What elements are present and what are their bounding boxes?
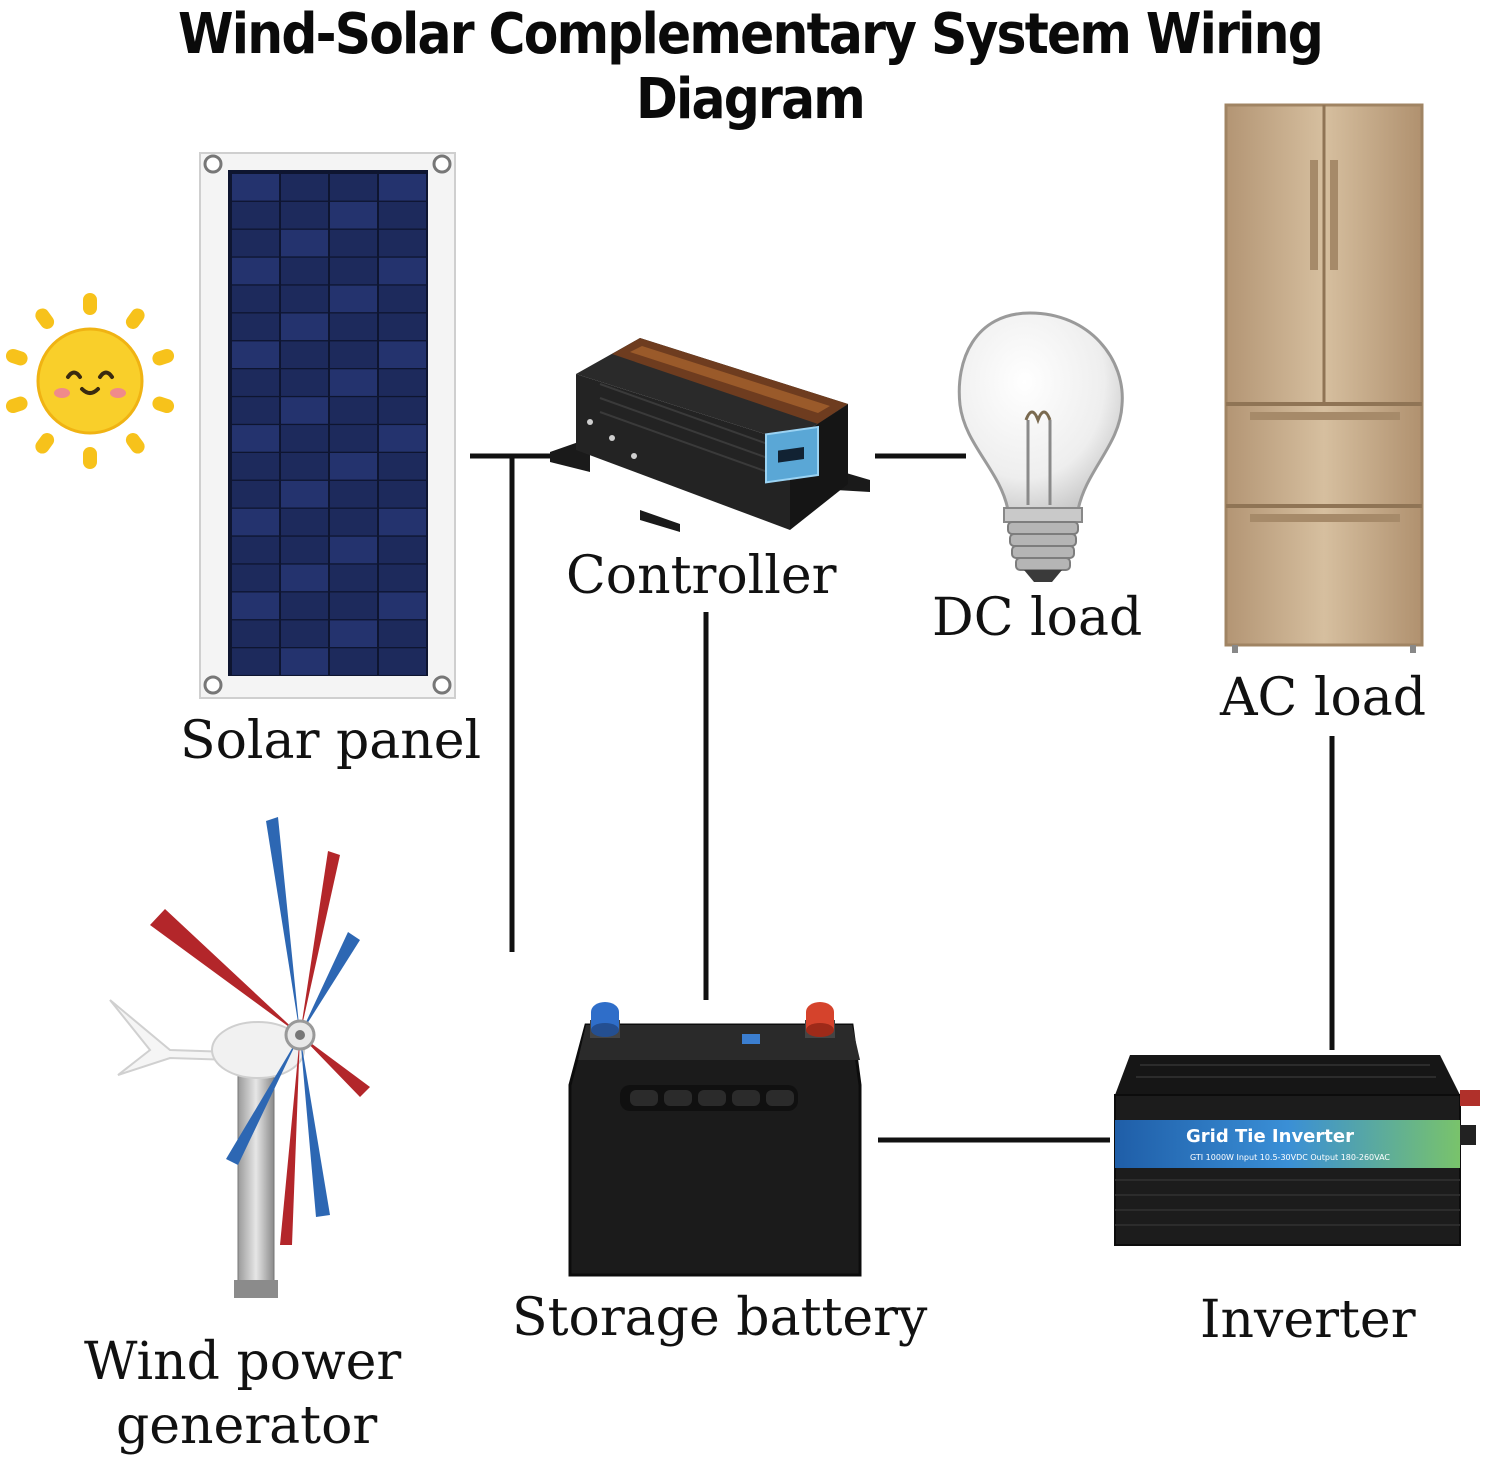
ac-load-label: AC load xyxy=(1220,668,1427,728)
inverter-device-subtext: GTI 1000W Input 10.5-30VDC Output 180-26… xyxy=(1190,1153,1390,1162)
solar-cell xyxy=(330,201,377,229)
inverter-image: Grid Tie Inverter GTI 1000W Input 10.5-3… xyxy=(1114,1055,1480,1246)
solar-cell xyxy=(379,369,426,396)
solar-cell xyxy=(281,201,328,229)
solar-cell xyxy=(379,620,426,647)
solar-cell xyxy=(232,369,279,396)
inverter-label: Inverter xyxy=(1200,1290,1416,1350)
solar-cell xyxy=(232,564,279,592)
solar-cell xyxy=(281,174,328,201)
wind-turbine-image xyxy=(109,817,370,1298)
wind-generator-label-line1: Wind power xyxy=(84,1332,402,1392)
inverter-device-text: Grid Tie Inverter xyxy=(1186,1126,1354,1147)
refrigerator-image xyxy=(1224,103,1424,653)
solar-cell xyxy=(379,257,426,285)
solar-cell xyxy=(232,508,279,536)
solar-cell xyxy=(281,341,328,368)
solar-cell xyxy=(281,229,328,257)
solar-cell xyxy=(330,425,377,452)
solar-cell xyxy=(232,397,279,424)
solar-cell xyxy=(330,174,377,201)
solar-cell xyxy=(281,564,328,592)
solar-cell xyxy=(330,648,377,675)
solar-cell xyxy=(379,425,426,452)
solar-cell xyxy=(232,313,279,341)
solar-cell xyxy=(379,313,426,341)
solar-cell xyxy=(379,564,426,592)
solar-cell xyxy=(330,480,377,508)
solar-cell xyxy=(232,620,279,647)
solar-cell xyxy=(281,453,328,480)
solar-cell xyxy=(330,229,377,257)
solar-cell xyxy=(330,536,377,564)
solar-panel-label: Solar panel xyxy=(180,711,482,771)
solar-cell xyxy=(330,341,377,368)
wires xyxy=(470,453,1335,1143)
solar-cell xyxy=(232,592,279,620)
diagram-title: Wind-Solar Complementary System Wiring D… xyxy=(177,2,1324,132)
solar-cell xyxy=(379,201,426,229)
solar-cell xyxy=(232,201,279,229)
solar-cell xyxy=(330,257,377,285)
solar-cell xyxy=(281,508,328,536)
storage-battery-label: Storage battery xyxy=(512,1288,928,1348)
solar-cell xyxy=(330,508,377,536)
solar-cell xyxy=(379,648,426,675)
solar-cell xyxy=(330,397,377,424)
sun-icon xyxy=(5,293,175,469)
solar-cell xyxy=(232,648,279,675)
solar-cell xyxy=(330,453,377,480)
solar-cell xyxy=(281,480,328,508)
solar-cell xyxy=(330,369,377,396)
solar-cell xyxy=(379,341,426,368)
solar-cell xyxy=(232,341,279,368)
solar-cell xyxy=(281,648,328,675)
solar-cell xyxy=(379,508,426,536)
solar-cell xyxy=(330,620,377,647)
solar-cell xyxy=(232,229,279,257)
solar-cell xyxy=(379,480,426,508)
storage-battery-image xyxy=(568,1002,862,1277)
solar-cell xyxy=(232,536,279,564)
solar-cell xyxy=(281,536,328,564)
solar-cell xyxy=(281,313,328,341)
solar-cell xyxy=(379,174,426,201)
solar-cell xyxy=(232,480,279,508)
dc-load-label: DC load xyxy=(932,588,1143,648)
solar-cell xyxy=(281,257,328,285)
solar-cell xyxy=(232,257,279,285)
solar-cell xyxy=(281,369,328,396)
solar-cell xyxy=(281,620,328,647)
wind-generator-label-line2: generator xyxy=(116,1396,378,1456)
solar-cell xyxy=(379,536,426,564)
solar-cell xyxy=(330,313,377,341)
solar-cell xyxy=(379,397,426,424)
controller-label: Controller xyxy=(566,546,837,606)
solar-cell xyxy=(281,397,328,424)
solar-cell xyxy=(281,425,328,452)
solar-cell xyxy=(379,229,426,257)
solar-cell xyxy=(281,592,328,620)
solar-cell xyxy=(330,285,377,313)
solar-cell xyxy=(232,285,279,313)
solar-cell xyxy=(330,592,377,620)
solar-cell xyxy=(232,453,279,480)
solar-cell xyxy=(379,592,426,620)
solar-cell xyxy=(379,285,426,313)
solar-panel-image xyxy=(199,152,456,699)
solar-cell xyxy=(281,285,328,313)
light-bulb-image xyxy=(957,311,1124,582)
solar-cell xyxy=(232,425,279,452)
solar-cell xyxy=(330,564,377,592)
solar-cell xyxy=(379,453,426,480)
controller-image xyxy=(550,338,870,532)
solar-cell xyxy=(232,174,279,201)
